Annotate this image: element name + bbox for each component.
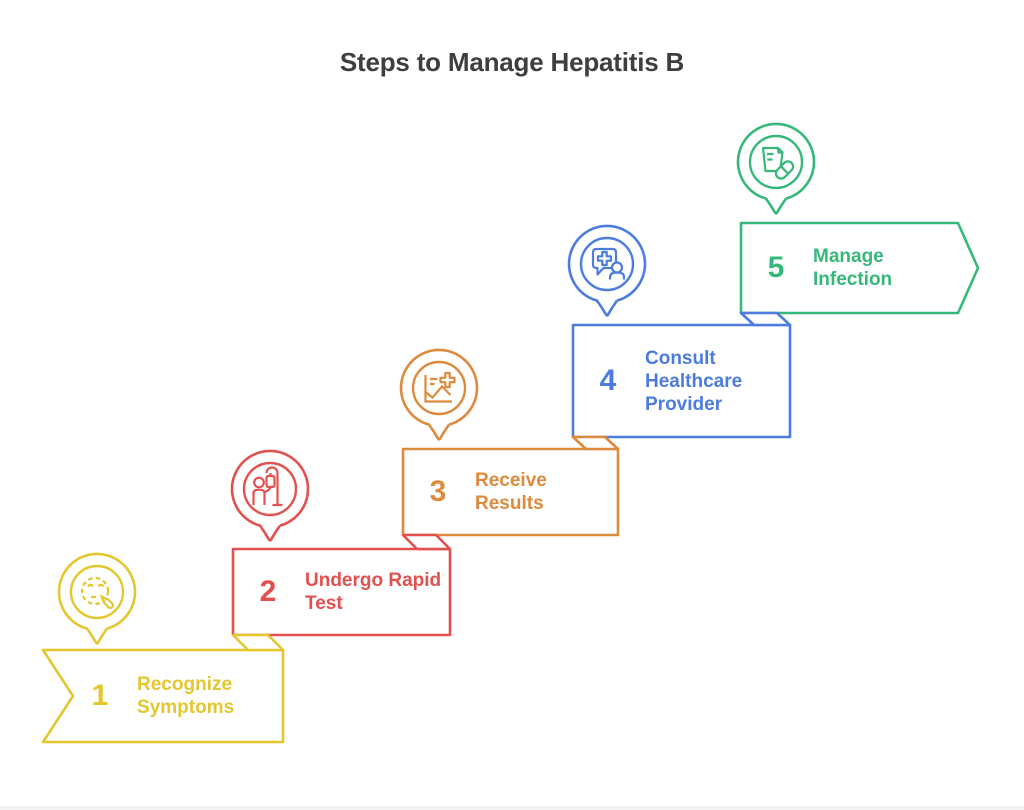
pin-inner-ring [69,564,125,620]
step-1-number: 1 [91,679,109,712]
pin-inner-ring [242,461,298,517]
step-3-box-shape [401,447,620,537]
step-1-label: Recognize Symptoms [137,674,235,718]
step-2-label: Undergo Rapid Test [305,570,442,614]
patient-iv-drip-icon [252,466,283,507]
pin-outline [230,449,310,542]
page-title: Steps to Manage Hepatitis B [339,47,685,77]
step-4-content: 4 Consult Healthcare Provider [573,325,790,437]
step-4-box-shape [571,323,792,439]
symptoms-face-swab-icon [80,576,115,610]
step-3-number: 3 [429,475,447,508]
step-5-content: 5 Manage Infection [741,223,958,313]
step-4-number: 4 [599,364,617,397]
step-4-label: Consult Healthcare Provider [645,347,743,415]
fold-connector-2-3 [401,533,452,551]
step-3-content: 3 Receive Results [403,449,618,535]
fold-connector-1-2 [231,633,285,652]
pin-outline [736,122,816,215]
medicine-cup-pill-icon [761,146,795,180]
step-5-label: Manage Infection [813,246,893,290]
step-1-content: 1 Recognize Symptoms [43,650,283,742]
medical-results-chart-icon [424,371,456,403]
step-2-number: 2 [259,575,277,608]
step-1-banner-shape [41,648,285,744]
step-3-pin-badge [399,348,479,441]
fold-connector-4-5 [739,311,792,327]
step-5-arrow-shape [739,221,980,315]
step-5-number: 5 [767,251,785,284]
step-2-pin-badge [230,449,310,542]
pin-inner-ring [579,236,635,292]
healthcare-chat-person-icon [591,247,626,280]
pin-outline [399,348,479,441]
step-4-pin-badge [567,224,647,317]
pin-inner-ring [748,134,804,190]
step-2-content: 2 Undergo Rapid Test [233,549,450,635]
pin-outline [567,224,647,317]
step-1-pin-badge [57,552,137,645]
pin-inner-ring [411,360,467,416]
step-2-box-shape [231,547,452,637]
footer-strip [0,806,1024,810]
step-5-pin-badge [736,122,816,215]
step-3-label: Receive Results [475,470,547,514]
fold-connector-3-4 [571,435,620,451]
pin-outline [57,552,137,645]
